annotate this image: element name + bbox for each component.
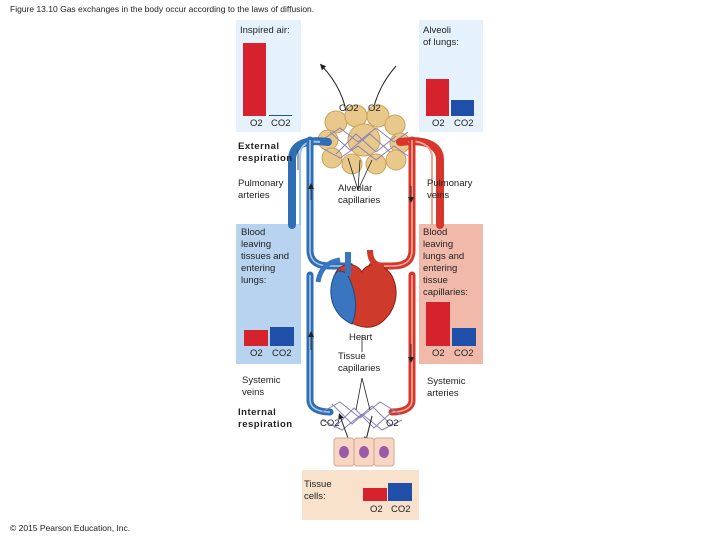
pulmonary-veins-line1: Pulmonary [427, 178, 473, 189]
systemic-veins-line1: Systemic [242, 375, 281, 386]
inspired-air-label: Inspired air: [240, 25, 290, 36]
systemic-veins-line2: veins [242, 387, 265, 398]
external-respiration-line2: respiration [238, 153, 293, 164]
alveoli-label-line2: of lungs: [423, 37, 459, 48]
blood-to-lungs-o2-bar [244, 330, 268, 346]
blood-to-tissues-co2-label: CO2 [454, 348, 474, 359]
blood-to-lungs-label-4: entering [241, 263, 276, 274]
blood-to-tissues-label-1: Blood [423, 227, 448, 238]
blood-to-tissues-co2-bar [452, 328, 476, 346]
systemic-arteries-line1: Systemic [427, 376, 466, 387]
external-respiration-line1: External [238, 141, 280, 152]
blood-to-tissues-o2-bar [426, 302, 450, 346]
blood-to-tissues-o2-label: O2 [432, 348, 445, 359]
lung-o2-label: O2 [368, 103, 381, 114]
systemic-vein-vessel [306, 271, 334, 416]
blood-to-lungs-label-1: Blood [241, 227, 266, 238]
tissue-o2-label: O2 [386, 418, 399, 429]
blood-to-lungs-label-5: lungs: [241, 275, 267, 286]
pulmonary-veins-line2: veins [427, 190, 450, 201]
blood-to-tissues-label-6: capillaries: [423, 287, 468, 298]
heart-label: Heart [349, 332, 373, 343]
tissue-cells-o2-label: O2 [370, 504, 383, 515]
tissue-cells-o2-bar [363, 488, 387, 501]
pulmonary-arteries-line2: arteries [238, 190, 270, 201]
inspired-air-co2-bar [269, 115, 292, 116]
pulmonary-arteries-line1: Pulmonary [238, 178, 284, 189]
figure-caption: Figure 13.10 Gas exchanges in the body o… [10, 4, 315, 14]
alveolar-capillaries-line2: capillaries [338, 195, 381, 206]
inspired-air-o2-bar [243, 43, 266, 116]
tissue-cells-co2-bar [388, 483, 412, 501]
inspired-air-co2-label: CO2 [271, 118, 291, 129]
alveoli-o2-label: O2 [432, 118, 445, 129]
blood-to-lungs-o2-label: O2 [250, 348, 263, 359]
blood-to-lungs-label-3: tissues and [241, 251, 290, 262]
alveoli-cluster [317, 104, 411, 175]
internal-respiration-line1: Internal [238, 407, 277, 418]
tissue-co2-label: CO2 [320, 418, 340, 429]
tissue-cells-label-line1: Tissue [304, 479, 332, 490]
tissue-cells-illustration [333, 437, 395, 467]
copyright-notice: © 2015 Pearson Education, Inc. [10, 523, 131, 533]
blood-to-lungs-label-2: leaving [241, 239, 272, 250]
alveoli-o2-bar [426, 79, 449, 116]
heart-illustration [315, 249, 397, 328]
tissue-capillary-mesh [321, 401, 403, 431]
blood-to-lungs-co2-label: CO2 [272, 348, 292, 359]
alveolar-capillaries-line1: Alveolar [338, 183, 373, 194]
tissue-cells-label-line2: cells: [304, 491, 326, 502]
tissue-cells-co2-label: CO2 [391, 504, 411, 515]
blood-to-tissues-label-5: tissue [423, 275, 448, 286]
internal-respiration-line2: respiration [238, 419, 293, 430]
inspired-air-o2-label: O2 [250, 118, 263, 129]
blood-to-tissues-label-2: leaving [423, 239, 454, 250]
tissue-capillaries-line1: Tissue [338, 351, 366, 362]
blood-to-lungs-co2-bar [270, 327, 294, 346]
lung-co2-label: CO2 [339, 103, 359, 114]
blood-to-tissues-label-4: entering [423, 263, 458, 274]
tissue-capillaries-line2: capillaries [338, 363, 381, 374]
alveoli-co2-bar [451, 100, 474, 116]
systemic-arteries-line2: arteries [427, 388, 459, 399]
blood-to-tissues-label-3: lungs and [423, 251, 465, 262]
alveoli-co2-label: CO2 [454, 118, 474, 129]
alveoli-label-line1: Alveoli [423, 25, 451, 36]
